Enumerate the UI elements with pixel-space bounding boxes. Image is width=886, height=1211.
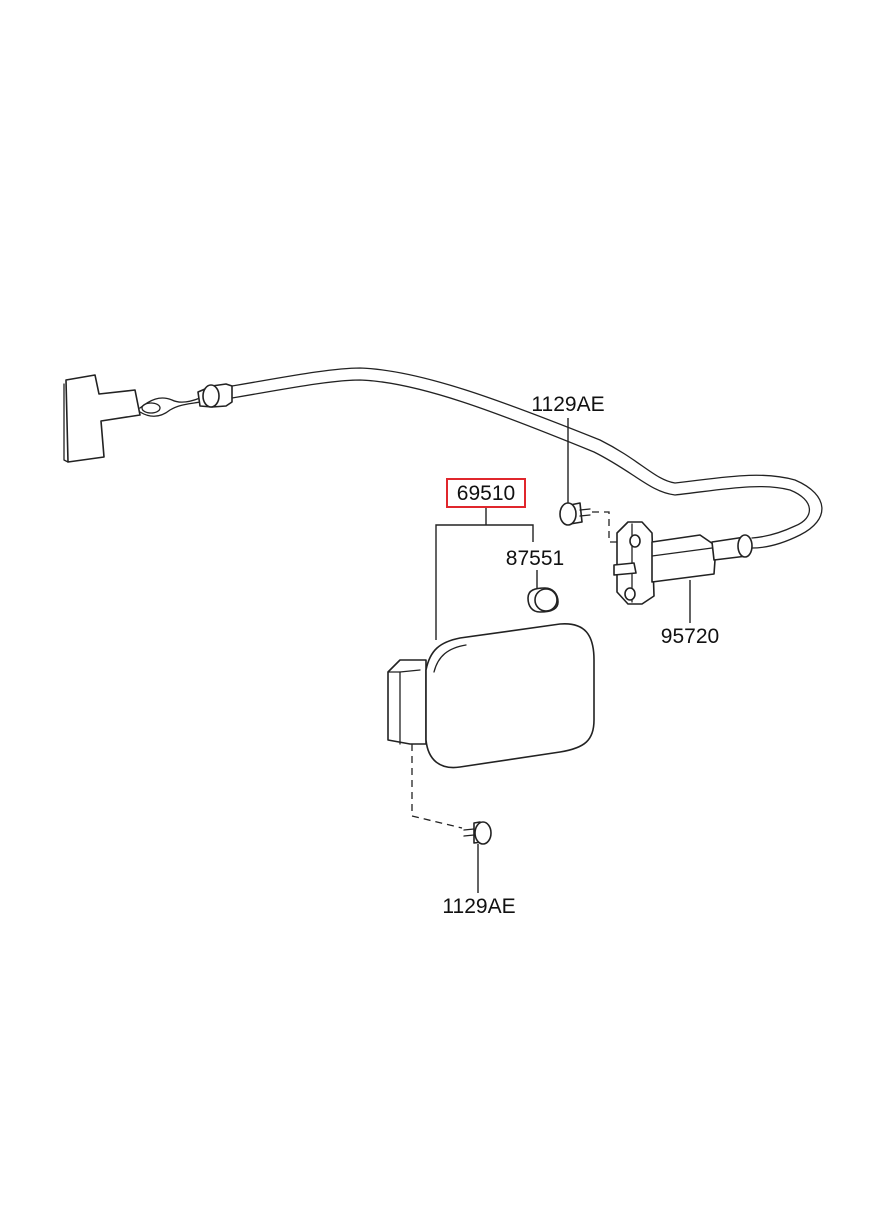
label-bolt-lower: 1129AE — [442, 895, 515, 918]
opener-cable — [231, 367, 823, 549]
bolt-upper — [559, 502, 625, 543]
label-bumper: 87551 — [506, 547, 564, 570]
leader-lines — [435, 418, 691, 893]
fuel-filler-door — [387, 623, 595, 769]
opener-actuator — [613, 521, 753, 605]
cable-handle — [63, 374, 233, 463]
label-bolt-upper: 1129AE — [531, 393, 604, 416]
label-opener-cable: 95720 — [661, 625, 719, 648]
bolt-lower — [411, 744, 492, 845]
rubber-bumper — [527, 587, 559, 613]
label-fuel-door: 69510 — [457, 482, 515, 505]
highlight-box — [446, 478, 526, 508]
